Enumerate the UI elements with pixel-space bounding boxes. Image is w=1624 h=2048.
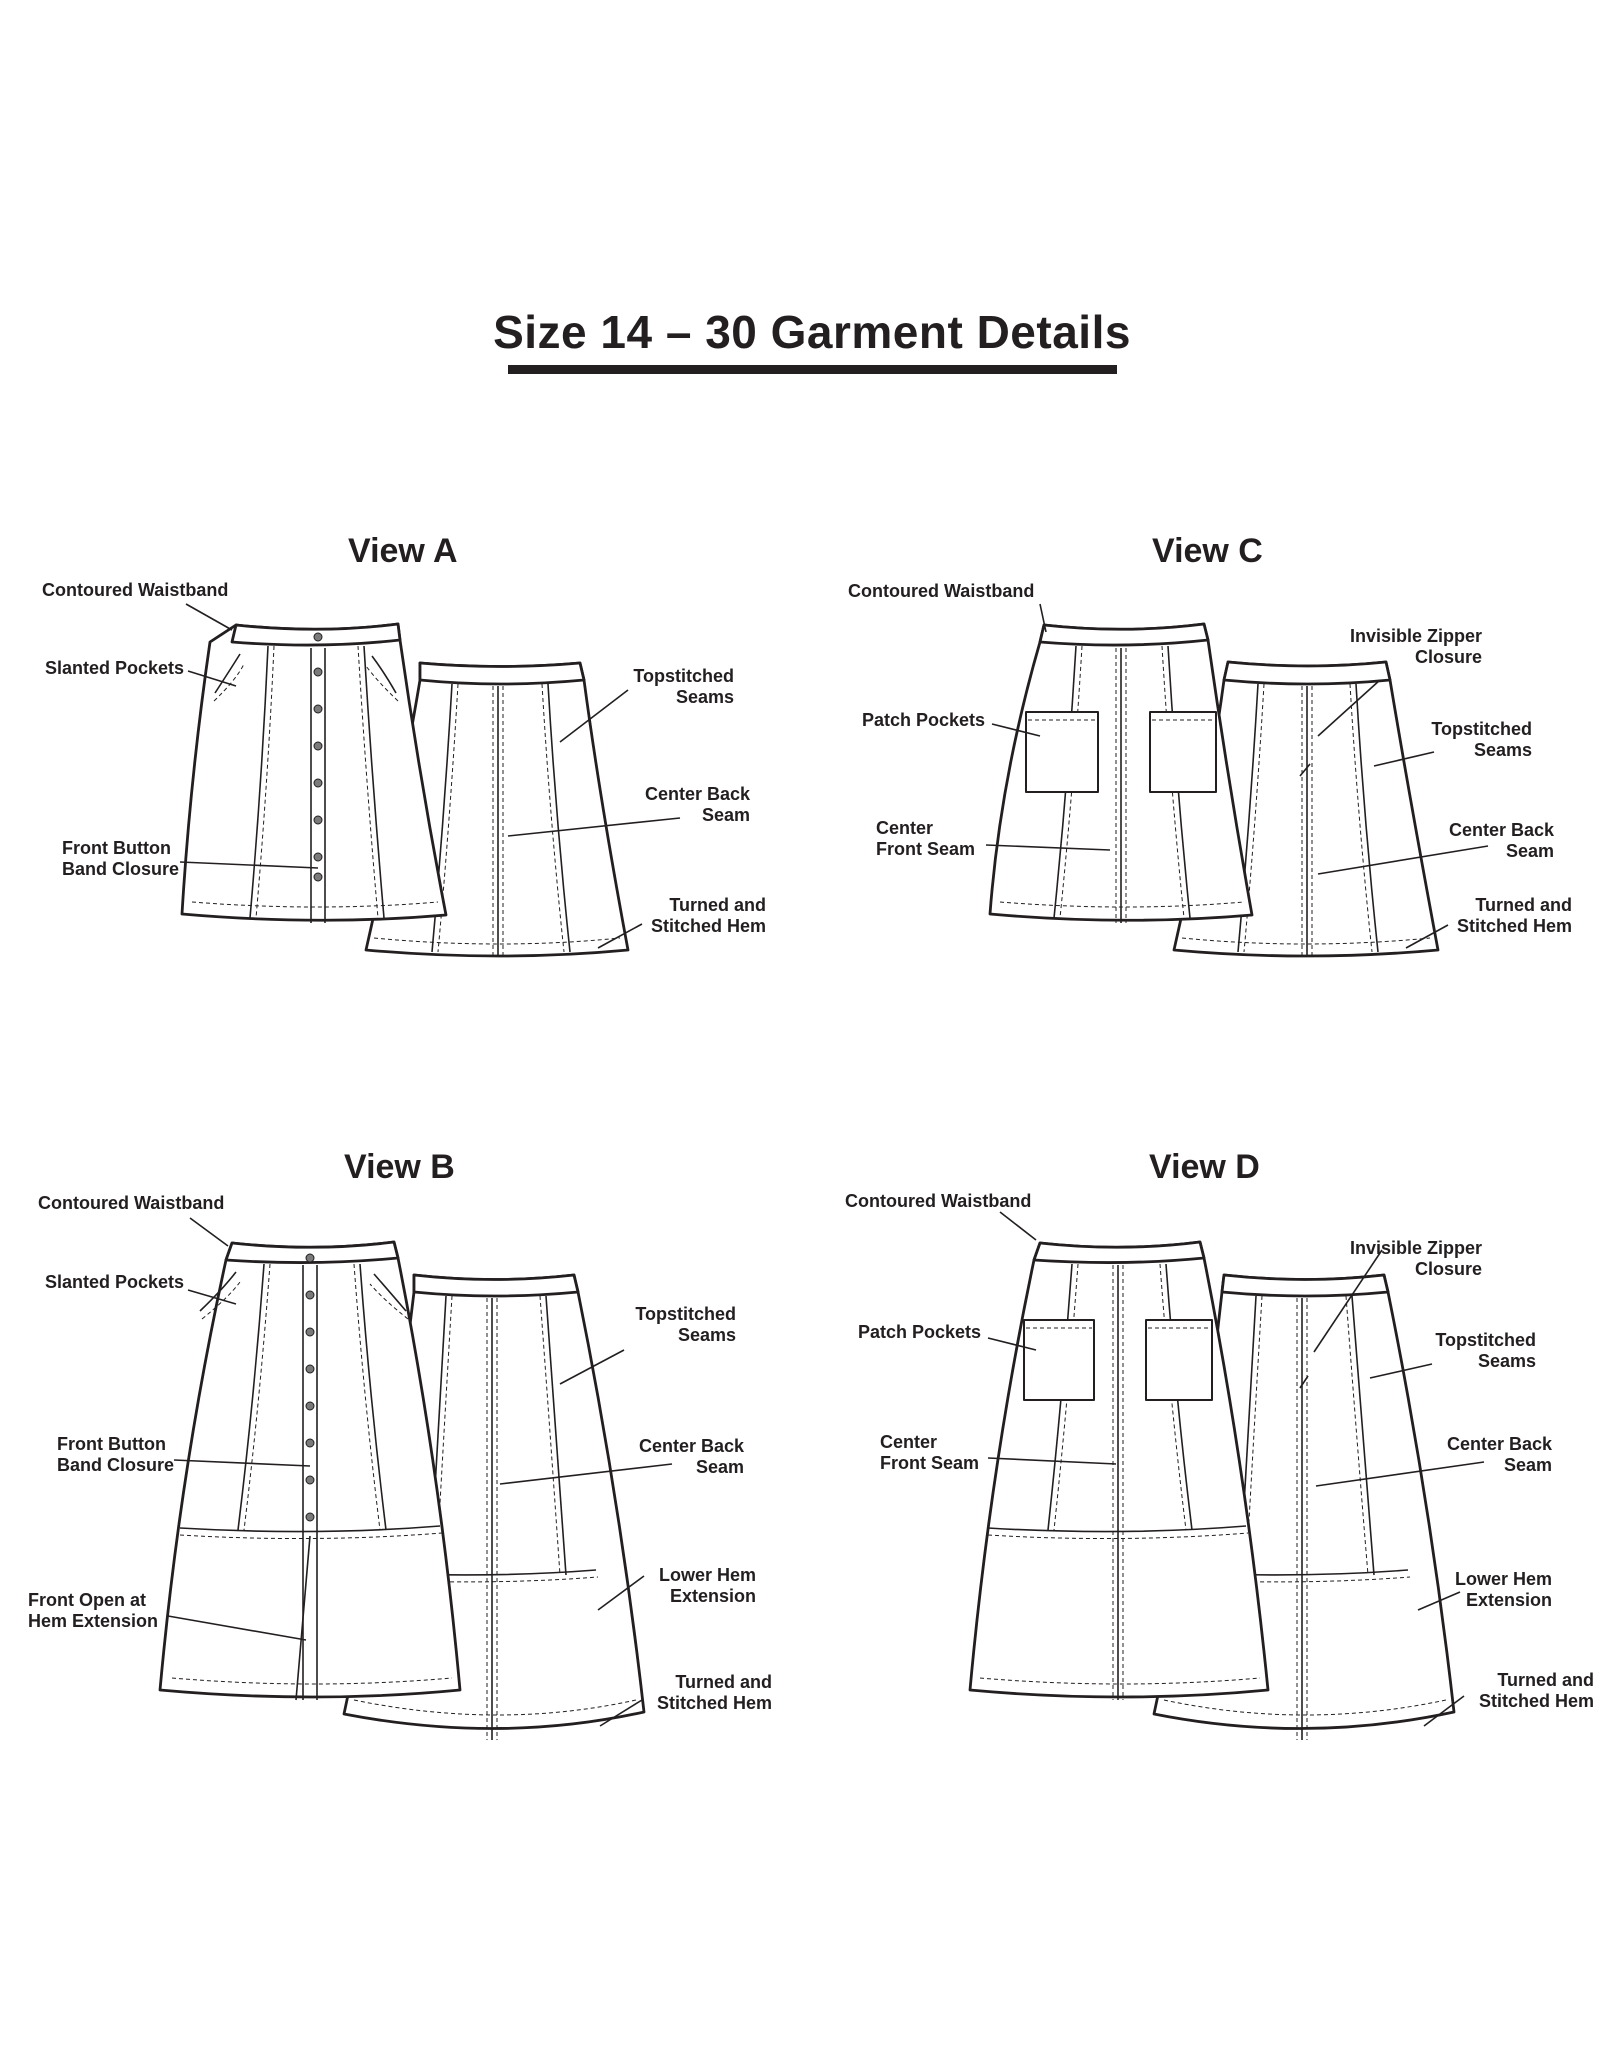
view-c-label-waistband: Contoured Waistband <box>848 581 1035 601</box>
view-b-front-skirt <box>158 1240 462 1701</box>
view-c-title: View C <box>1152 532 1263 570</box>
view-c-front-skirt <box>988 622 1254 923</box>
leader-lines <box>167 603 1489 1727</box>
view-d-front-skirt <box>968 1240 1270 1700</box>
title-underline <box>508 365 1117 374</box>
view-d-label-pockets: Patch Pockets <box>858 1322 982 1342</box>
view-c-label-pockets: Patch Pockets <box>862 710 986 730</box>
view-d-title: View D <box>1149 1148 1260 1186</box>
view-d-label-waistband: Contoured Waistband <box>845 1191 1032 1211</box>
page-title: Size 14 – 30 Garment Details <box>493 306 1131 358</box>
view-b-label-waistband: Contoured Waistband <box>38 1193 225 1213</box>
view-a-front-skirt <box>180 622 448 923</box>
view-b-label-pockets: Slanted Pockets <box>45 1272 185 1292</box>
view-a-title: View A <box>348 532 458 570</box>
view-b-title: View B <box>344 1148 455 1186</box>
view-a-label-waistband: Contoured Waistband <box>42 580 229 600</box>
view-a-label-pockets: Slanted Pockets <box>45 658 185 678</box>
